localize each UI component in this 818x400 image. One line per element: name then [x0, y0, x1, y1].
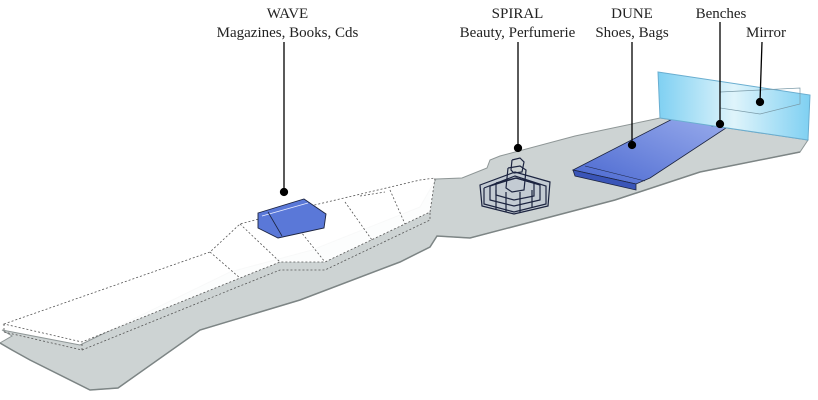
- spiral-dot: [513, 143, 523, 153]
- wave-dot: [279, 187, 289, 197]
- dune-label: DUNE Shoes, Bags: [590, 5, 674, 43]
- ramp-edge: [3, 324, 83, 351]
- dune-grid: [584, 165, 646, 182]
- mirror-dot: [755, 97, 765, 107]
- wave-label: WAVE Magazines, Books, Cds: [215, 5, 360, 43]
- floor-surface: [0, 117, 809, 391]
- floor-edge: [0, 151, 801, 391]
- mirror-leader: [759, 41, 763, 103]
- ramp-hatch: [359, 191, 386, 197]
- dune-subtitle: Shoes, Bags: [595, 25, 669, 41]
- wave-shelf-body: [257, 198, 327, 239]
- wave-title: WAVE: [266, 6, 309, 22]
- wave-shelf-ribs: [261, 202, 309, 217]
- wave-shelf-dividers: [267, 211, 283, 237]
- mirror-title: Mirror: [746, 25, 786, 41]
- spiral-ring-1: [483, 175, 547, 213]
- ramp-fold-1: [209, 251, 241, 279]
- benches-title: Benches: [695, 6, 747, 22]
- wave-ramp-structure: [2, 177, 436, 351]
- dune-front: [572, 169, 637, 191]
- spiral-subtitle: Beauty, Perfumerie: [459, 25, 576, 41]
- floor-plan: [0, 117, 809, 391]
- benches-dot: [715, 119, 725, 129]
- spiral-installation: [479, 157, 551, 215]
- wave-installation: [257, 198, 327, 239]
- mirror-glass: [657, 71, 811, 141]
- ramp-fold-3: [284, 211, 326, 263]
- dune-dot: [627, 140, 637, 150]
- leader-lines: [279, 22, 765, 197]
- dune-title: DUNE: [611, 6, 653, 22]
- spiral-core: [505, 165, 527, 193]
- spiral-title: SPIRAL: [491, 6, 544, 22]
- ramp-fold-2: [239, 223, 281, 263]
- spiral-label: SPIRAL Beauty, Perfumerie: [455, 5, 580, 43]
- ramp-side: [81, 212, 431, 351]
- spiral-top: [510, 157, 525, 174]
- wave-subtitle: Magazines, Books, Cds: [216, 25, 359, 41]
- benches-label: Benches: [690, 5, 752, 24]
- mirror-label: Mirror: [740, 24, 792, 43]
